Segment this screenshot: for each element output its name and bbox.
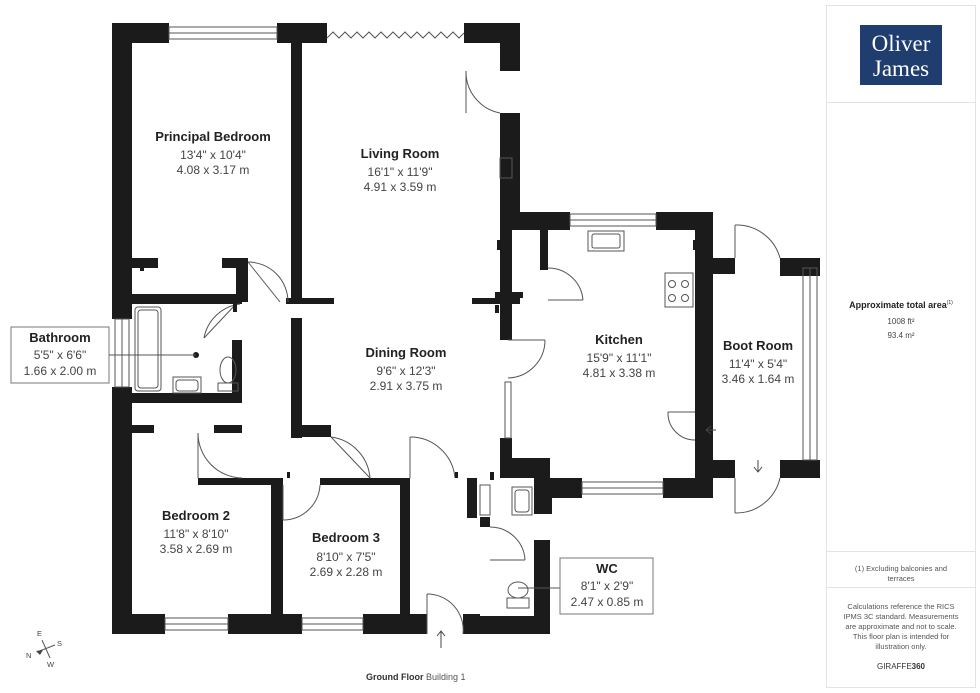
bedroom-3-metric: 2.69 x 2.28 m <box>310 565 383 579</box>
principal-bedroom-name: Principal Bedroom <box>155 129 271 144</box>
living-room-metric: 4.91 x 3.59 m <box>364 180 437 194</box>
panel-divider <box>827 587 975 588</box>
bathroom-metric: 1.66 x 2.00 m <box>24 364 97 378</box>
giraffe360-brand: GIRAFFE360 <box>876 662 926 671</box>
doors <box>197 70 781 635</box>
boot-room-imperial: 11'4" x 5'4" <box>729 357 787 371</box>
basin <box>172 376 202 394</box>
wc-imperial: 8'1" x 2'9" <box>581 579 633 593</box>
wall-markers <box>128 240 696 614</box>
bathroom-name: Bathroom <box>29 330 90 345</box>
sink <box>587 230 625 252</box>
building-name: Building 1 <box>426 672 466 682</box>
logo-line-1: Oliver <box>871 31 931 56</box>
compass-e: E <box>37 629 42 638</box>
kitchen-name: Kitchen <box>595 332 643 347</box>
info-panel: Oliver James Approximate total area(1) 1… <box>826 5 976 688</box>
bifold-doors <box>326 31 465 39</box>
compass-s: S <box>57 639 62 648</box>
brand-logo: Oliver James <box>860 25 942 85</box>
hob <box>664 272 694 308</box>
area-ft: 1008 ft² <box>887 317 915 326</box>
bathroom-callout <box>10 326 110 384</box>
bedroom-2-name: Bedroom 2 <box>162 508 230 523</box>
bedroom-2-metric: 3.58 x 2.69 m <box>160 542 233 556</box>
compass-w: W <box>47 660 55 669</box>
kitchen-metric: 4.81 x 3.38 m <box>583 366 656 380</box>
compass-rose: E S N W <box>26 629 62 669</box>
panel-divider <box>827 551 975 552</box>
boot-room-metric: 3.46 x 1.64 m <box>722 372 795 386</box>
wc-toilet <box>507 581 529 599</box>
wc-metric: 2.47 x 0.85 m <box>571 595 644 609</box>
area-label: Approximate total area(1) <box>849 300 953 310</box>
principal-bedroom-metric: 4.08 x 3.17 m <box>177 163 250 177</box>
area-note-mark: (1) <box>946 300 953 306</box>
logo-line-2: James <box>872 56 930 81</box>
boot-room-name: Boot Room <box>723 338 793 353</box>
floor-plan: Principal Bedroom 13'4" x 10'4" 4.08 x 3… <box>10 23 820 682</box>
wc-basin <box>511 486 533 516</box>
excluding-note: (1) Excluding balconies and terraces <box>854 564 948 583</box>
dining-room-metric: 2.91 x 3.75 m <box>370 379 443 393</box>
wc-callout <box>559 557 654 615</box>
disclaimer: Calculations reference the RICS IPMS 3C … <box>843 602 959 651</box>
fixtures <box>134 157 694 609</box>
entry-arrows <box>436 425 763 648</box>
principal-bedroom-imperial: 13'4" x 10'4" <box>180 148 246 162</box>
area-m: 93.4 m² <box>887 331 915 340</box>
bathroom-imperial: 5'5" x 6'6" <box>34 348 86 362</box>
bedroom-3-name: Bedroom 3 <box>312 530 380 545</box>
dining-room-imperial: 9'6" x 12'3" <box>376 364 435 378</box>
wc-name: WC <box>596 561 618 576</box>
floor-name: Ground Floor <box>366 672 424 682</box>
bedroom-2-imperial: 11'8" x 8'10" <box>164 527 229 541</box>
bath <box>134 306 162 392</box>
panel-divider <box>827 102 975 103</box>
windows <box>114 26 818 631</box>
walls <box>112 23 820 634</box>
compass-n: N <box>26 651 31 660</box>
living-room-name: Living Room <box>361 146 440 161</box>
fireplace <box>499 157 513 179</box>
dining-room-name: Dining Room <box>366 345 447 360</box>
living-room-imperial: 16'1" x 11'9" <box>368 165 433 179</box>
bedroom-3-imperial: 8'10" x 7'5" <box>316 550 375 564</box>
kitchen-imperial: 15'9" x 11'1" <box>587 351 652 365</box>
